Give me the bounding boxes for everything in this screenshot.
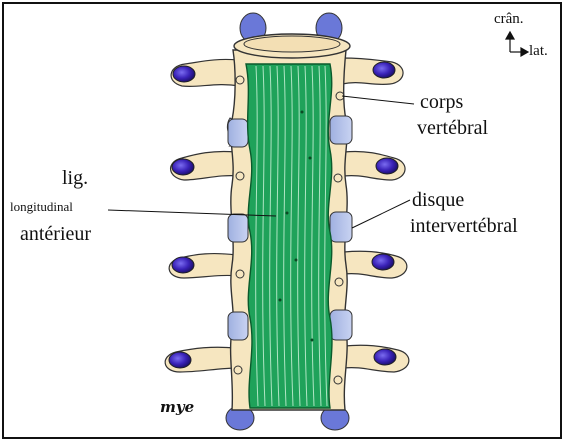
disque-label-line1: disque [412,190,464,210]
cranial-label: crân. [494,12,524,27]
corps-label-line2: vertébral [417,118,488,138]
disque-label-line2: intervertébral [410,216,518,236]
artist-signature: mye [160,400,194,415]
lig-label-line1: lig. [62,168,88,188]
anterior-longitudinal-ligament [246,64,332,408]
orientation-arrows [506,32,528,56]
lateral-label: lat. [529,44,548,59]
lig-label-line2: longitudinal [10,200,73,213]
corps-label-line1: corps [420,92,463,112]
lig-label-line3: antérieur [20,224,91,244]
